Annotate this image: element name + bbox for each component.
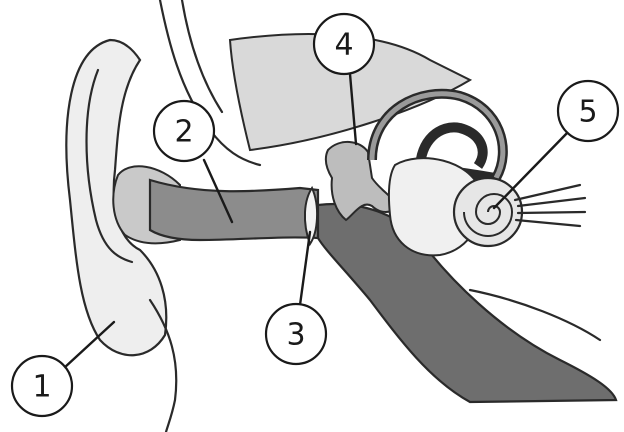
callout-2: 2	[154, 101, 214, 161]
callout-1: 1	[12, 356, 72, 416]
callout-4-label: 4	[334, 28, 353, 63]
callout-3-label: 3	[286, 318, 305, 353]
callout-3: 3	[266, 304, 326, 364]
auditory-nerve	[515, 185, 585, 226]
callout-1-label: 1	[32, 370, 51, 405]
callout-5-label: 5	[578, 95, 597, 130]
callout-2-label: 2	[174, 115, 193, 150]
callout-5: 5	[558, 81, 618, 141]
callout-4: 4	[314, 14, 374, 74]
callout-3-leader	[300, 232, 310, 305]
ear-canal-shape	[150, 180, 318, 240]
